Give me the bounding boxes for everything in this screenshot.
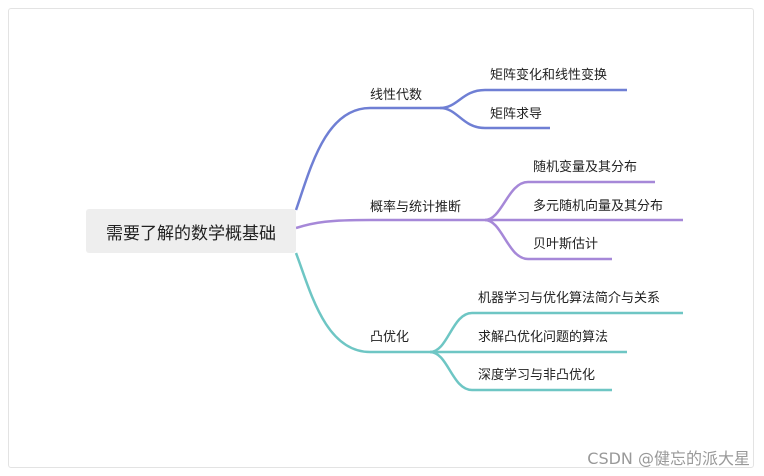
edge-probability-child-1: [484, 180, 655, 222]
subtopic-deep-learning-nonconvex[interactable]: 深度学习与非凸优化: [478, 368, 596, 383]
topic-linear-algebra[interactable]: 线性代数: [370, 88, 423, 103]
subtopic-convex-algorithms[interactable]: 求解凸优化问题的算法: [478, 330, 609, 345]
root-node[interactable]: 需要了解的数学概基础: [86, 209, 296, 253]
watermark: CSDN @健忘的派大星: [587, 449, 750, 468]
edge-linear-algebra-child-2: [439, 106, 550, 130]
topic-convex-optimization[interactable]: 凸优化: [370, 330, 410, 345]
subtopic-matrix-transform[interactable]: 矩阵变化和线性变换: [490, 68, 608, 83]
edge-convex-child-3: [429, 350, 612, 392]
edge-linear-algebra-child-1: [439, 88, 627, 110]
edge-probability-child-3: [484, 218, 612, 261]
topic-probability-statistics[interactable]: 概率与统计推断: [370, 200, 462, 215]
edge-convex-child-1: [429, 311, 683, 354]
edge-root-linear-algebra: [294, 106, 440, 211]
root-node-label: 需要了解的数学概基础: [106, 223, 276, 244]
subtopic-matrix-derivative[interactable]: 矩阵求导: [490, 107, 543, 122]
subtopic-ml-optimization-intro[interactable]: 机器学习与优化算法简介与关系: [478, 291, 661, 306]
edge-root-probability: [295, 218, 485, 230]
subtopic-random-variables[interactable]: 随机变量及其分布: [533, 160, 638, 175]
edge-root-convex: [294, 252, 430, 354]
subtopic-multivariate-vectors[interactable]: 多元随机向量及其分布: [533, 199, 664, 214]
subtopic-bayesian-estimation[interactable]: 贝叶斯估计: [533, 237, 599, 252]
